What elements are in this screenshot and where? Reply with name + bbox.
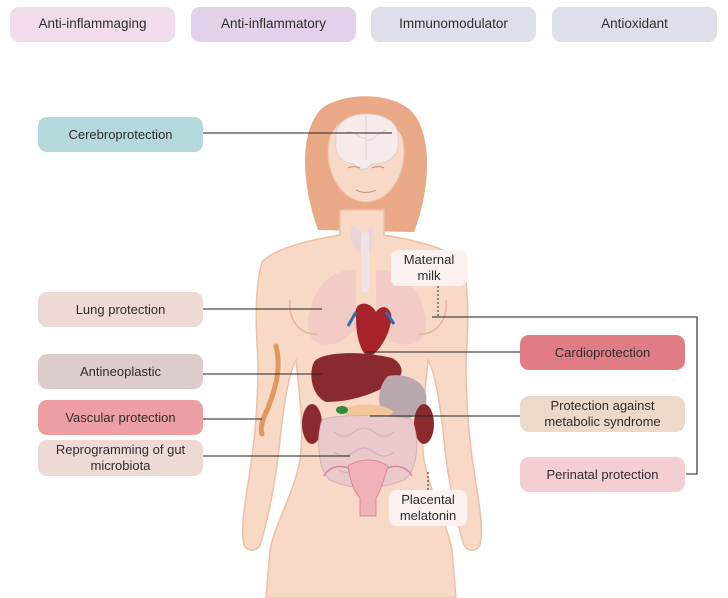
label-text: Lung protection xyxy=(75,301,166,317)
metabolic-syndrome-label: Protection against metabolic syndrome xyxy=(520,396,685,432)
maternal-milk-label: Maternal milk xyxy=(391,250,467,286)
label-text: Antineoplastic xyxy=(80,363,161,379)
label-text: Protection against metabolic syndrome xyxy=(544,398,661,429)
property-label: Antioxidant xyxy=(601,16,668,32)
cerebroprotection-label: Cerebroprotection xyxy=(38,117,203,152)
property-anti-inflammaging: Anti-inflammaging xyxy=(10,7,175,42)
connector-perinatal xyxy=(432,316,698,475)
property-label: Anti-inflammatory xyxy=(220,16,327,32)
heart-organ xyxy=(355,303,392,358)
label-text: Vascular protection xyxy=(65,409,176,425)
left-kidney xyxy=(302,404,322,444)
fallopian-tubes xyxy=(323,465,413,477)
uterus-organ xyxy=(347,459,389,517)
label-text: Placental melatonin xyxy=(399,492,457,523)
arm-blood-vessel xyxy=(258,343,281,437)
gut-microbiota-label: Reprogramming of gut microbiota xyxy=(38,440,203,476)
connector-lines xyxy=(203,132,698,475)
antineoplastic-label: Antineoplastic xyxy=(38,354,203,389)
gallbladder-organ xyxy=(336,406,348,414)
perinatal-protection-label: Perinatal protection xyxy=(520,457,685,492)
liver-organ xyxy=(311,353,402,402)
label-text: Reprogramming of gut microbiota xyxy=(55,442,186,473)
label-text: Cardioprotection xyxy=(554,344,651,360)
label-text: Perinatal protection xyxy=(546,466,659,482)
hair-fringe xyxy=(327,98,405,140)
eyes xyxy=(347,165,385,169)
property-label: Immunomodulator xyxy=(399,16,508,32)
mouth xyxy=(355,189,377,194)
brain-organ xyxy=(335,113,399,170)
right-breast-outline xyxy=(417,299,447,335)
placental-melatonin-label: Placental melatonin xyxy=(389,490,467,526)
vascular-protection-label: Vascular protection xyxy=(38,400,203,435)
stomach-organ xyxy=(379,375,427,419)
label-text: Cerebroprotection xyxy=(68,126,173,142)
cardioprotection-label: Cardioprotection xyxy=(520,335,685,370)
left-lung xyxy=(307,269,356,345)
dashed-connectors xyxy=(427,286,439,490)
heart-vessels xyxy=(346,311,396,327)
lung-protection-label: Lung protection xyxy=(38,292,203,327)
trachea xyxy=(361,232,369,292)
left-breast-outline xyxy=(289,299,319,335)
brain-folds xyxy=(345,116,387,160)
property-antioxidant: Antioxidant xyxy=(552,7,717,42)
right-kidney xyxy=(414,404,434,444)
label-text: Maternal milk xyxy=(403,252,455,283)
property-label: Anti-inflammaging xyxy=(38,16,147,32)
property-immunomodulator: Immunomodulator xyxy=(371,7,536,42)
property-anti-inflammatory: Anti-inflammatory xyxy=(191,7,356,42)
